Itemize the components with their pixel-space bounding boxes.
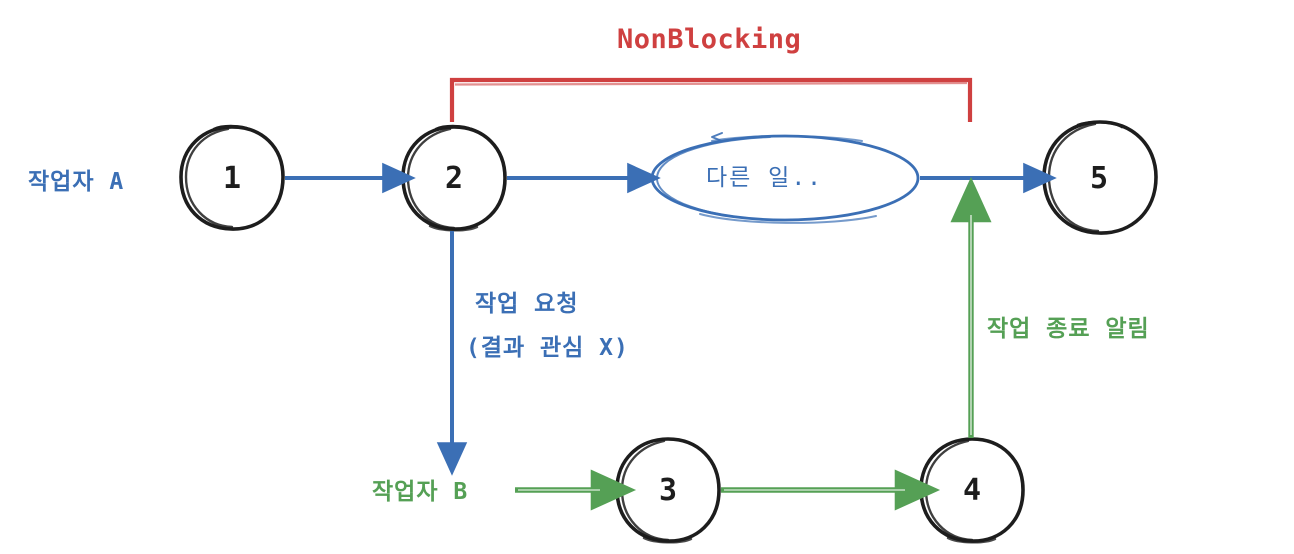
label-request-line2: (결과 관심 X): [466, 335, 629, 361]
node-label-5: 5: [1089, 160, 1109, 196]
label-worker-a: 작업자 A: [28, 169, 125, 195]
node-label-1: 1: [222, 160, 242, 196]
label-notify: 작업 종료 알림: [987, 316, 1150, 342]
node-label-2: 2: [444, 160, 464, 196]
label-worker-b: 작업자 B: [372, 479, 469, 505]
diagram-title: NonBlocking: [617, 24, 802, 55]
ellipse-label: 다른 일..: [706, 165, 824, 191]
label-request-line1: 작업 요청: [475, 291, 579, 317]
nonblocking-span-bracket: [449, 77, 973, 122]
node-circle-1: [179, 124, 285, 231]
node-label-4: 4: [962, 472, 982, 508]
node-label-3: 3: [658, 472, 678, 508]
